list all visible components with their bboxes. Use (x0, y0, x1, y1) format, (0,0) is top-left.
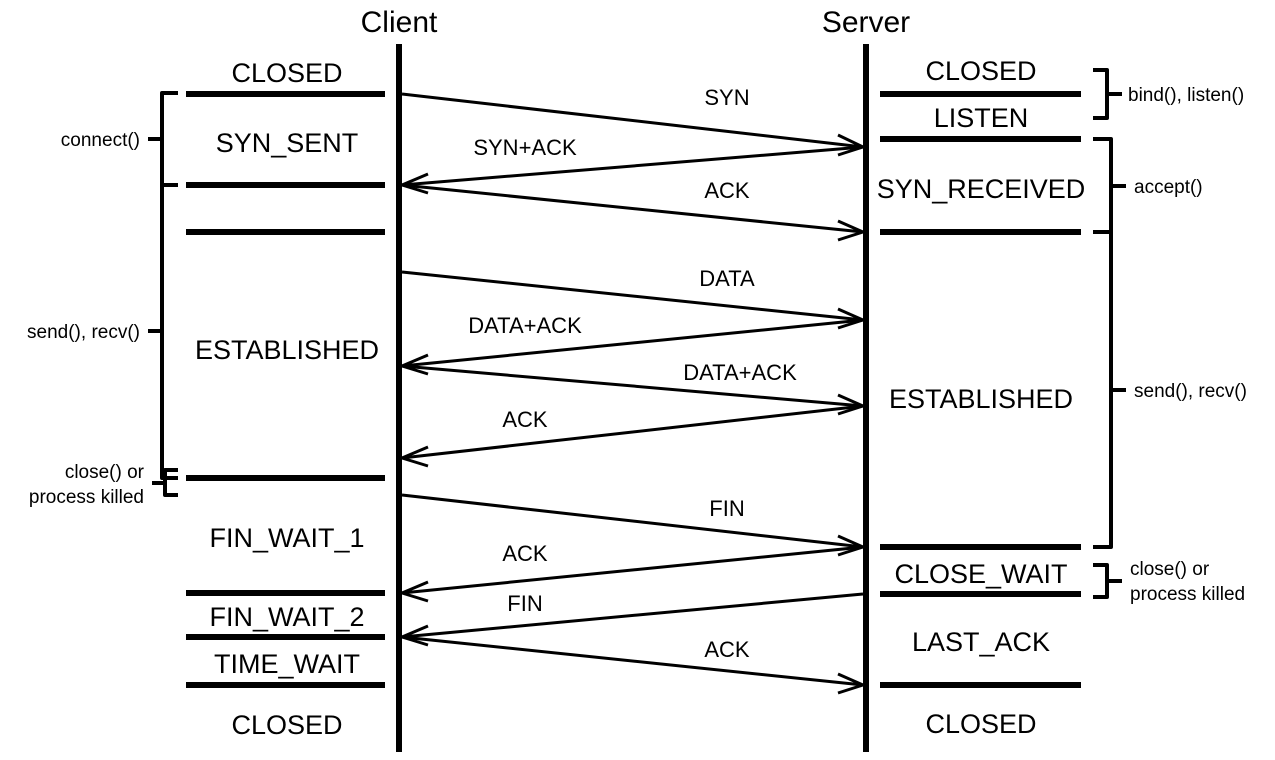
message-label-fin-client: FIN (709, 496, 744, 521)
server-title: Server (822, 6, 910, 39)
message-label-data: DATA (699, 266, 755, 291)
message-label-data-ack-up: DATA+ACK (683, 360, 797, 385)
server-state-last-ack: LAST_ACK (912, 627, 1050, 657)
client-state-fin-wait-2: FIN_WAIT_2 (209, 602, 364, 632)
client-bracket-connect (148, 91, 178, 187)
client-state-time-wait: TIME_WAIT (214, 649, 360, 679)
server-state-closed-final: CLOSED (925, 709, 1036, 739)
message-data-ack-up: DATA+ACK (401, 360, 864, 416)
message-ack-handshake: ACK (401, 178, 864, 242)
message-ack-last: ACK (401, 635, 864, 695)
client-state-syn-sent: SYN_SENT (216, 128, 359, 158)
server-api-label-accept: accept() (1134, 177, 1203, 198)
server-state-syn-received: SYN_RECEIVED (877, 174, 1086, 204)
message-label-ack-fin: ACK (502, 541, 548, 566)
client-title: Client (361, 6, 438, 39)
message-ack-data: ACK (401, 404, 864, 468)
server-api-label-bind-listen: bind(), listen() (1128, 85, 1244, 106)
client-api-label-close-line2: process killed (29, 487, 144, 508)
message-fin-server: FIN (401, 591, 864, 647)
message-label-syn-ack: SYN+ACK (473, 135, 577, 160)
server-bracket-accept (1093, 137, 1126, 234)
server-state-bars (880, 91, 1081, 688)
server-bracket-send-recv (1093, 230, 1126, 549)
message-syn-ack: SYN+ACK (401, 135, 864, 195)
client-state-closed-final: CLOSED (231, 710, 342, 740)
message-label-ack-last: ACK (704, 637, 750, 662)
server-state-closed-initial: CLOSED (925, 56, 1036, 86)
client-api-label-connect: connect() (61, 130, 140, 151)
message-syn: SYN (401, 85, 864, 157)
message-label-ack-data: ACK (502, 407, 548, 432)
client-state-established: ESTABLISHED (195, 335, 379, 365)
client-api-label-close-line1: close() or (65, 462, 145, 483)
message-label-fin-server: FIN (507, 591, 542, 616)
client-bracket-send-recv (148, 183, 178, 480)
server-bracket-bind-listen (1093, 68, 1122, 120)
client-state-bars (186, 91, 385, 688)
message-ack-fin: ACK (401, 541, 864, 603)
client-bracket-close (152, 468, 178, 497)
server-api-label-close-line1: close() or (1130, 559, 1210, 580)
server-api-label-send-recv: send(), recv() (1134, 381, 1247, 402)
message-data: DATA (401, 266, 864, 330)
server-bracket-close (1093, 563, 1122, 599)
message-data-ack-down: DATA+ACK (401, 313, 864, 376)
server-state-close-wait: CLOSE_WAIT (894, 559, 1067, 589)
server-state-established: ESTABLISHED (889, 384, 1073, 414)
client-state-fin-wait-1: FIN_WAIT_1 (209, 523, 364, 553)
message-fin-client: FIN (401, 493, 864, 557)
client-api-label-send-recv: send(), recv() (27, 322, 140, 343)
server-api-label-close-line2: process killed (1130, 584, 1245, 605)
server-state-listen: LISTEN (934, 103, 1029, 133)
message-label-data-ack-down: DATA+ACK (468, 313, 582, 338)
message-label-ack-handshake: ACK (704, 178, 750, 203)
client-state-closed-initial: CLOSED (231, 58, 342, 88)
message-label-syn: SYN (704, 85, 749, 110)
